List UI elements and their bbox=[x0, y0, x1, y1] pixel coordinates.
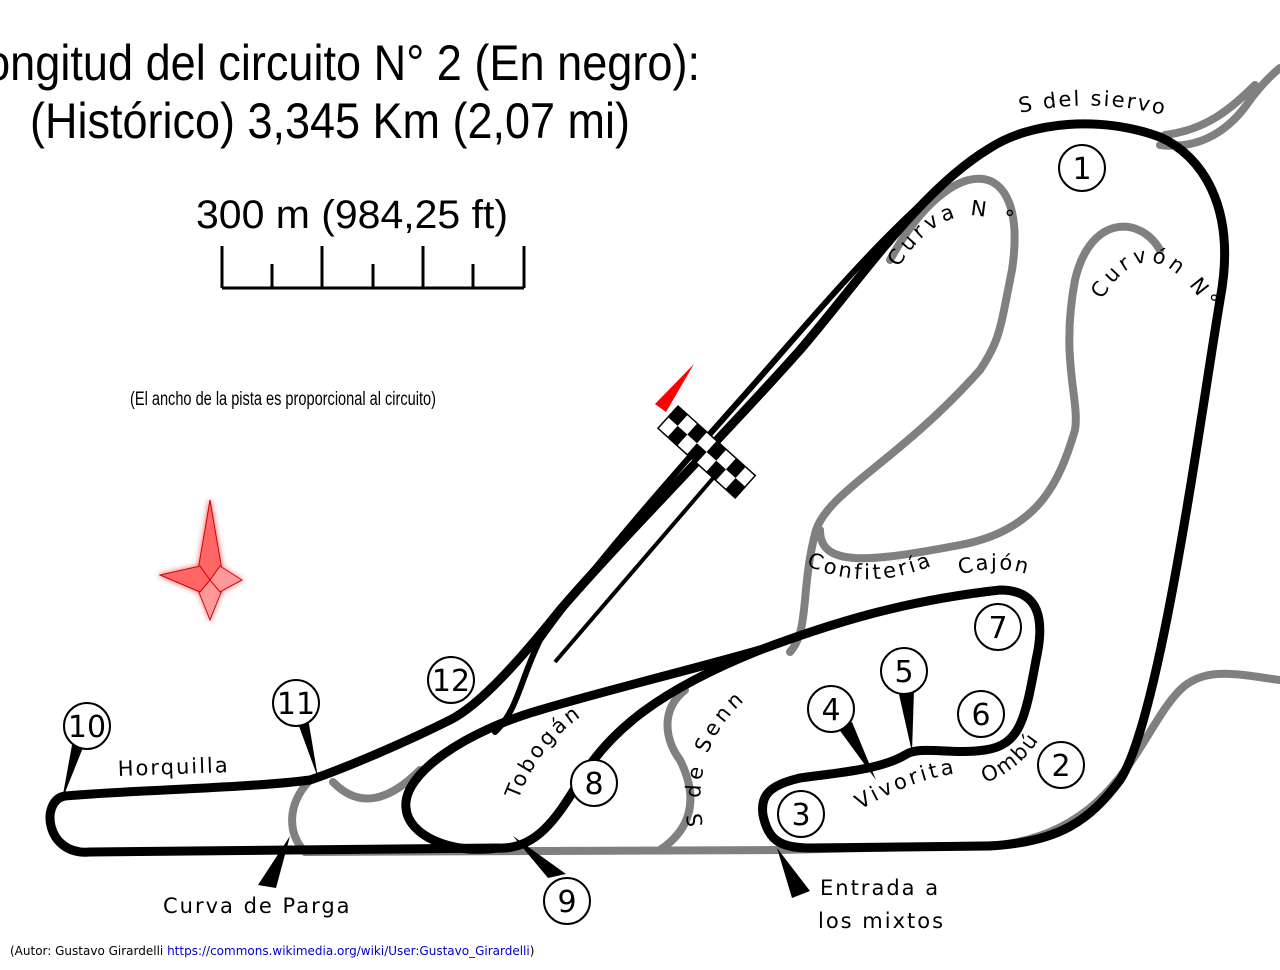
author-link[interactable]: https://commons.wikimedia.org/wiki/User:… bbox=[167, 944, 530, 958]
pointer-parga bbox=[258, 836, 290, 888]
corner-label-entrada-line1: Entrada a bbox=[820, 876, 940, 900]
turn-circle-8 bbox=[570, 759, 618, 807]
old-layout-curva1 bbox=[786, 174, 1019, 656]
turn-number-5: 5 bbox=[894, 655, 913, 690]
author-credit: (Autor: Gustavo Girardelli https://commo… bbox=[10, 944, 534, 958]
compass-rose-icon bbox=[158, 499, 243, 622]
old-layout bbox=[288, 64, 1280, 856]
title-line1: Longitud del circuito N° 2 (En negro): bbox=[0, 35, 700, 91]
corner-label-cajon: Cajón bbox=[955, 550, 1033, 579]
turn-number-2: 2 bbox=[1051, 749, 1070, 784]
pointer-entrada bbox=[777, 848, 810, 898]
old-layout-infield bbox=[816, 222, 1164, 563]
old-layout-senna bbox=[656, 686, 695, 854]
corner-label-s-del-siervo: S del siervo bbox=[1016, 87, 1169, 121]
turn-number-8: 8 bbox=[584, 767, 603, 802]
old-layout-river-2 bbox=[1161, 81, 1259, 139]
credit-prefix: (Autor: Gustavo Girardelli bbox=[10, 944, 168, 958]
title-line2: (Histórico) 3,345 Km (2,07 mi) bbox=[30, 93, 630, 149]
old-layout-s-link bbox=[329, 766, 424, 803]
pointer-10 bbox=[62, 745, 84, 800]
turn-number-3: 3 bbox=[791, 798, 810, 833]
turn-numbers: 1 2 3 4 5 6 7 8 9 10 11 12 bbox=[68, 152, 1092, 920]
pointer-9 bbox=[513, 836, 566, 878]
turn-circle-3 bbox=[777, 790, 825, 838]
credit-suffix: ) bbox=[529, 944, 535, 958]
turn-circle-9 bbox=[543, 877, 591, 925]
pointer-5 bbox=[898, 690, 914, 752]
turn-number-7: 7 bbox=[988, 611, 1007, 646]
width-note: (El ancho de la pista es proporcional al… bbox=[130, 389, 436, 410]
turn-circle-12 bbox=[427, 656, 475, 704]
pointer-4 bbox=[838, 722, 876, 780]
pointer-wedges bbox=[62, 690, 914, 898]
scale-label: 300 m (984,25 ft) bbox=[196, 193, 508, 237]
turn-circle-10 bbox=[63, 702, 111, 750]
turn-circle-4 bbox=[807, 685, 855, 733]
turn-number-11: 11 bbox=[277, 687, 315, 722]
pointer-11 bbox=[296, 718, 318, 778]
corner-label-confiteria: Confitería bbox=[804, 547, 936, 584]
turn-circle-6 bbox=[957, 690, 1005, 738]
start-marker-icon bbox=[655, 364, 694, 412]
corner-label-curva-de-parga: Curva de Parga bbox=[163, 894, 352, 918]
corner-label-entrada-line2: los mixtos bbox=[818, 909, 945, 933]
turn-circle-2 bbox=[1037, 741, 1085, 789]
scale-bar bbox=[220, 246, 526, 290]
old-layout-river bbox=[1156, 64, 1280, 150]
turn-number-12: 12 bbox=[432, 664, 470, 699]
turn-circle-1 bbox=[1058, 144, 1106, 192]
turn-circle-11 bbox=[272, 679, 320, 727]
main-track bbox=[45, 119, 1230, 857]
main-track-pit-straight bbox=[492, 145, 993, 735]
turn-number-1: 1 bbox=[1072, 152, 1091, 187]
turn-circle-7 bbox=[974, 603, 1022, 651]
turn-circle-5 bbox=[880, 647, 928, 695]
turn-number-9: 9 bbox=[557, 885, 576, 920]
turn-number-6: 6 bbox=[971, 698, 990, 733]
turn-number-4: 4 bbox=[821, 693, 840, 728]
turn-markers bbox=[63, 144, 1106, 925]
corner-label-horquilla: Horquilla bbox=[117, 753, 230, 781]
checkered-flag-icon bbox=[655, 364, 757, 499]
turn-number-10: 10 bbox=[68, 710, 106, 745]
pit-lane bbox=[553, 468, 722, 664]
main-track-tobogan bbox=[401, 645, 765, 854]
pit-lane-line bbox=[553, 468, 722, 664]
